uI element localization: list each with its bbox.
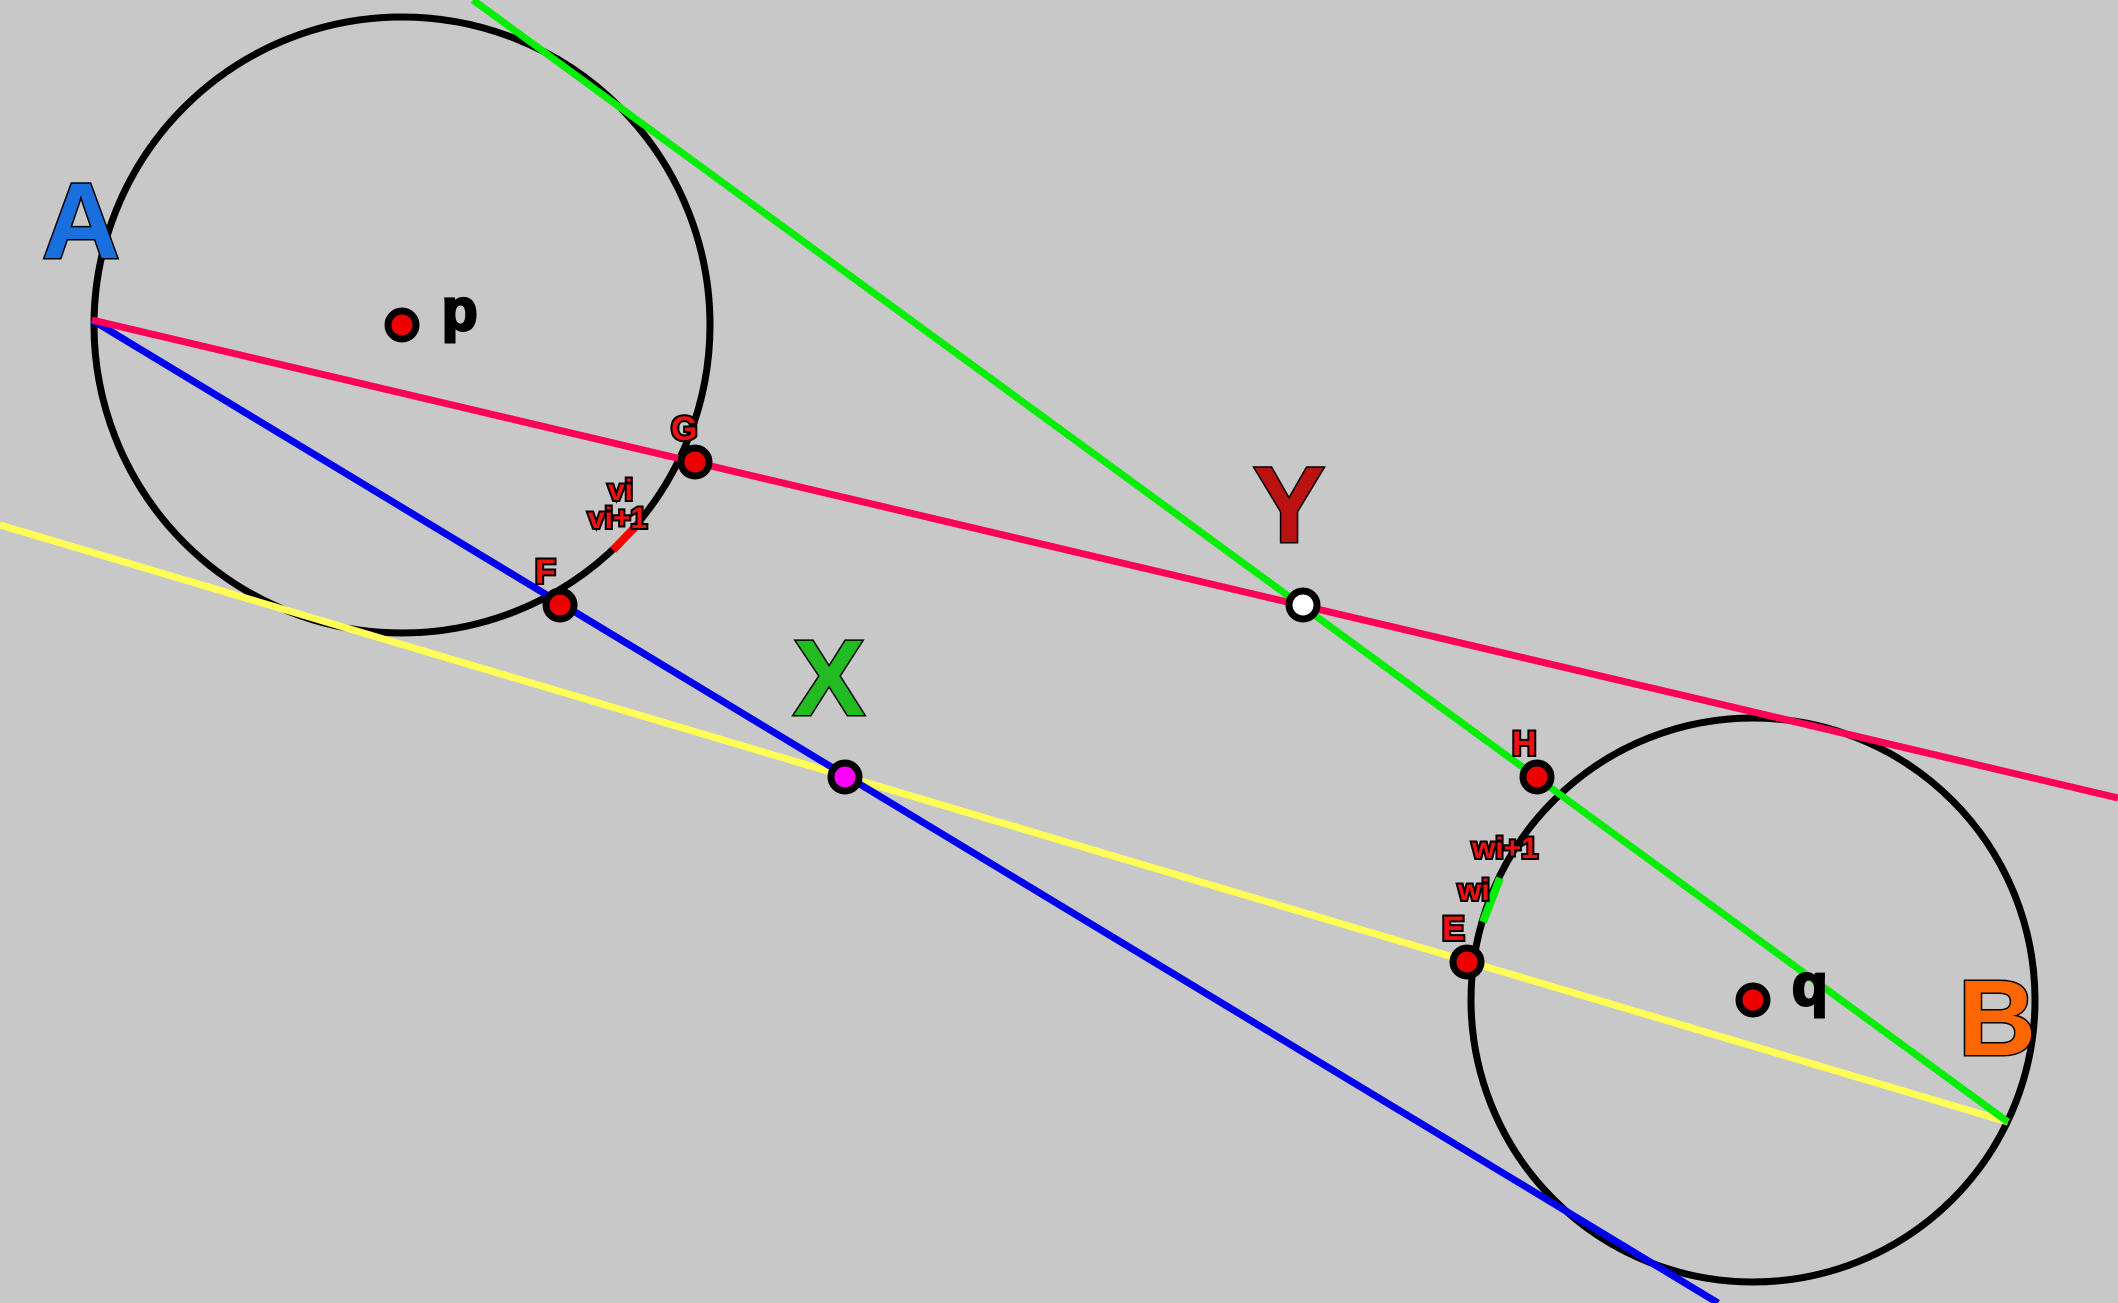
arc-wi (1479, 876, 1504, 924)
label-q: q (1792, 953, 1827, 1018)
line-red (91, 316, 2118, 802)
label-g: G (671, 410, 697, 448)
label-vi-plus-1: vi+1 (588, 502, 647, 535)
point-e (1449, 944, 1485, 980)
point-y (1285, 587, 1321, 623)
label-a: A (42, 160, 120, 281)
label-y: Y (1253, 444, 1325, 565)
label-wi-plus-1: wi+1 (1471, 832, 1538, 865)
line-green (470, 0, 2011, 1125)
label-vi: vi (608, 474, 633, 507)
point-q (1735, 982, 1771, 1018)
label-p: p (442, 278, 477, 343)
point-f (542, 587, 578, 623)
label-x: X (793, 617, 865, 738)
line-blue (90, 317, 1720, 1303)
point-x (827, 759, 863, 795)
label-e: E (1442, 910, 1465, 948)
circle-q (1467, 714, 2039, 1286)
line-yellow (0, 521, 2009, 1126)
label-b: B (1958, 957, 2036, 1078)
label-wi: wi (1457, 874, 1490, 907)
point-g (677, 444, 713, 480)
label-f: F (535, 553, 556, 591)
point-h (1519, 759, 1555, 795)
point-p (384, 307, 420, 343)
arc-vi (610, 519, 643, 553)
label-h: H (1512, 725, 1537, 763)
